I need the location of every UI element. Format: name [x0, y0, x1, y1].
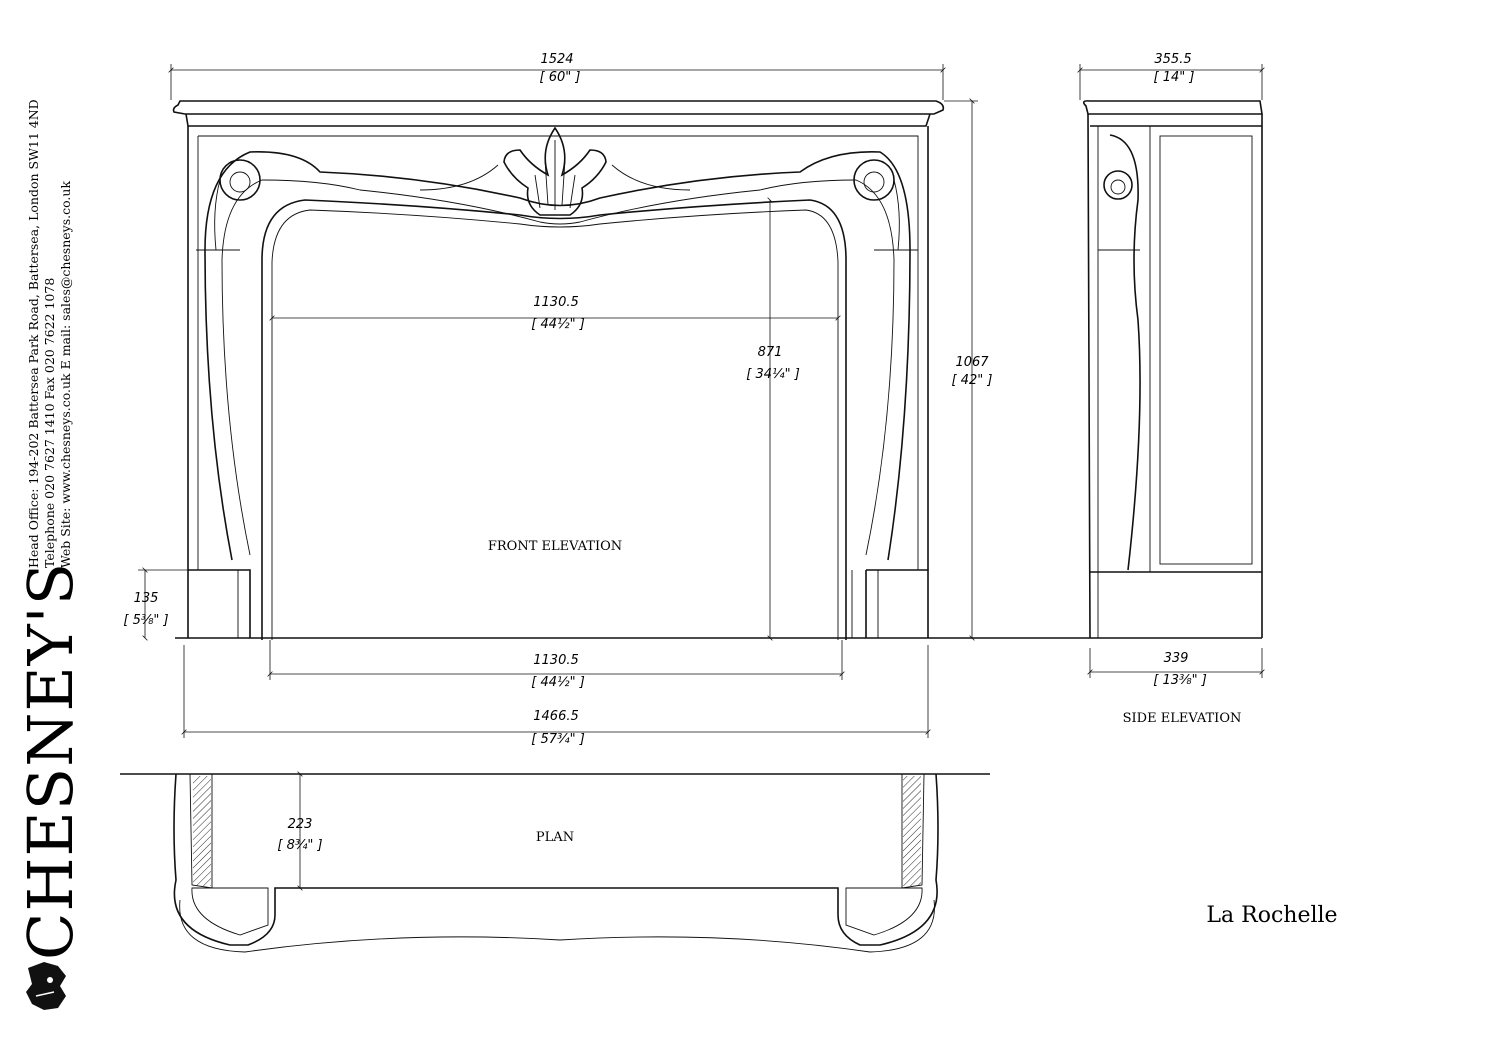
- brand-name: CHESNEY'S: [14, 562, 87, 960]
- dim-overall-width-mm: 1524: [540, 52, 573, 67]
- dim-overall-height-inch: [ 42" ]: [952, 373, 993, 388]
- dim-side-depth-top-mm: 355.5: [1154, 52, 1191, 67]
- shelf-moulding: [185, 113, 931, 127]
- arch-outer: [204, 151, 911, 561]
- dimension-labels: 1524 [ 60" ] 355.5 [ 14" ] 1130.5 [ 44½"…: [123, 52, 1206, 853]
- dim-plinth-height-mm: 135: [134, 591, 159, 606]
- dim-side-depth-base-inch: [ 13⅜" ]: [1153, 673, 1207, 688]
- address-line-3: Web Site: www.chesneys.co.uk E mail: sal…: [58, 181, 73, 568]
- front-elevation: [172, 100, 1262, 640]
- dim-overall-height-mm: 1067: [955, 355, 989, 370]
- dim-bottom-width-inch: [ 57¾" ]: [531, 732, 585, 747]
- side-elevation-label: SIDE ELEVATION: [1123, 711, 1242, 726]
- dim-side-depth-top-inch: [ 14" ]: [1154, 70, 1195, 85]
- brand-logo: CHESNEY'S: [14, 562, 87, 960]
- address-line-1: Head Office: 194-202 Battersea Park Road…: [26, 99, 41, 568]
- address-line-2: Telephone 020 7627 1410 Fax 020 7622 107…: [42, 278, 57, 568]
- acanthus-carving: [419, 126, 691, 216]
- dimension-lines: [138, 64, 1265, 891]
- right-scroll: [853, 159, 900, 251]
- mantel-shelf: [172, 100, 945, 115]
- left-scroll: [214, 159, 261, 251]
- side-elevation: [1082, 100, 1263, 639]
- griffin-emblem-icon: [26, 962, 66, 1010]
- dim-opening-width-mm: 1130.5: [533, 295, 579, 310]
- dim-bottom-opening-inch: [ 44½" ]: [531, 675, 585, 690]
- dim-opening-height-mm: 871: [758, 345, 783, 360]
- dim-plan-depth-mm: 223: [288, 817, 313, 832]
- firebox-opening: [261, 199, 847, 640]
- right-plinth: [865, 569, 929, 638]
- plan-label: PLAN: [536, 830, 574, 845]
- plan-view: [120, 773, 990, 953]
- dim-bottom-opening-mm: 1130.5: [533, 653, 579, 668]
- jamb-outer: [187, 126, 929, 570]
- dim-opening-height-inch: [ 34¼" ]: [746, 367, 800, 382]
- dim-opening-width-inch: [ 44½" ]: [531, 317, 585, 332]
- product-title: La Rochelle: [1206, 903, 1337, 928]
- dim-plan-depth-inch: [ 8¾" ]: [277, 838, 322, 853]
- dim-side-depth-base-mm: 339: [1164, 651, 1189, 666]
- left-plinth: [187, 569, 251, 638]
- dim-bottom-width-mm: 1466.5: [533, 709, 579, 724]
- dim-plinth-height-inch: [ 5⅜" ]: [123, 613, 168, 628]
- address-block: Head Office: 194-202 Battersea Park Road…: [26, 99, 73, 568]
- dim-overall-width-inch: [ 60" ]: [540, 70, 581, 85]
- front-elevation-label: FRONT ELEVATION: [488, 539, 622, 554]
